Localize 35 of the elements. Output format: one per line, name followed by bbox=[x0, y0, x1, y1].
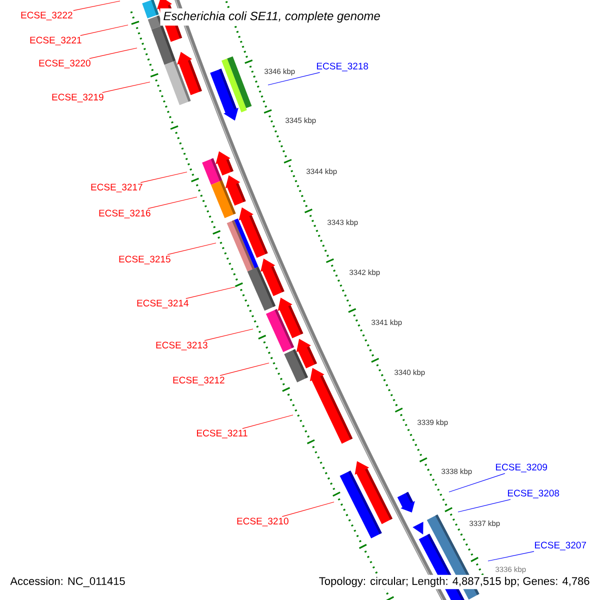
gene-label: ECSE_3207 bbox=[535, 542, 586, 550]
gene-label: ECSE_3222 bbox=[21, 12, 72, 20]
info-text: Topology: circular; Length: 4,887,515 bp; Genes: 4,786 bbox=[316, 574, 592, 590]
leader-line bbox=[148, 196, 198, 209]
leader-line bbox=[89, 48, 138, 59]
gene-label: ECSE_3210 bbox=[237, 518, 288, 526]
gene-label: ECSE_3211 bbox=[197, 430, 248, 438]
leader-line bbox=[73, 0, 120, 11]
gene-label: ECSE_3208 bbox=[508, 490, 560, 498]
leader-line bbox=[102, 82, 150, 93]
leader-line bbox=[220, 362, 270, 376]
leader-line bbox=[204, 328, 254, 341]
leader-line bbox=[448, 473, 506, 492]
gene-label: ECSE_3215 bbox=[119, 256, 170, 264]
leader-line bbox=[458, 499, 511, 512]
gene-label: ECSE_3220 bbox=[39, 60, 90, 68]
gene-label: ECSE_3217 bbox=[91, 184, 142, 192]
leader-line bbox=[242, 414, 294, 429]
gene-label: ECSE_3209 bbox=[496, 464, 548, 472]
gene-label: ECSE_3214 bbox=[137, 300, 189, 308]
title: Escherichia coli SE11, complete genome bbox=[160, 8, 384, 26]
gene-label: ECSE_3213 bbox=[156, 342, 208, 350]
gene-label: ECSE_3216 bbox=[99, 210, 150, 218]
leader-line bbox=[80, 24, 128, 36]
gene-label: ECSE_3218 bbox=[317, 62, 368, 72]
gene-label: ECSE_3212 bbox=[173, 376, 224, 386]
leader-line bbox=[268, 72, 320, 86]
gene-label: ECSE_3221 bbox=[30, 36, 82, 46]
info-text: Accession: NC_011415 bbox=[8, 574, 128, 590]
leader-line bbox=[186, 286, 236, 299]
leader-line bbox=[488, 551, 534, 562]
gene-label: ECSE_3219 bbox=[52, 94, 104, 102]
leader-line bbox=[167, 242, 216, 255]
leader-line bbox=[282, 502, 334, 517]
leader-line bbox=[140, 172, 188, 183]
